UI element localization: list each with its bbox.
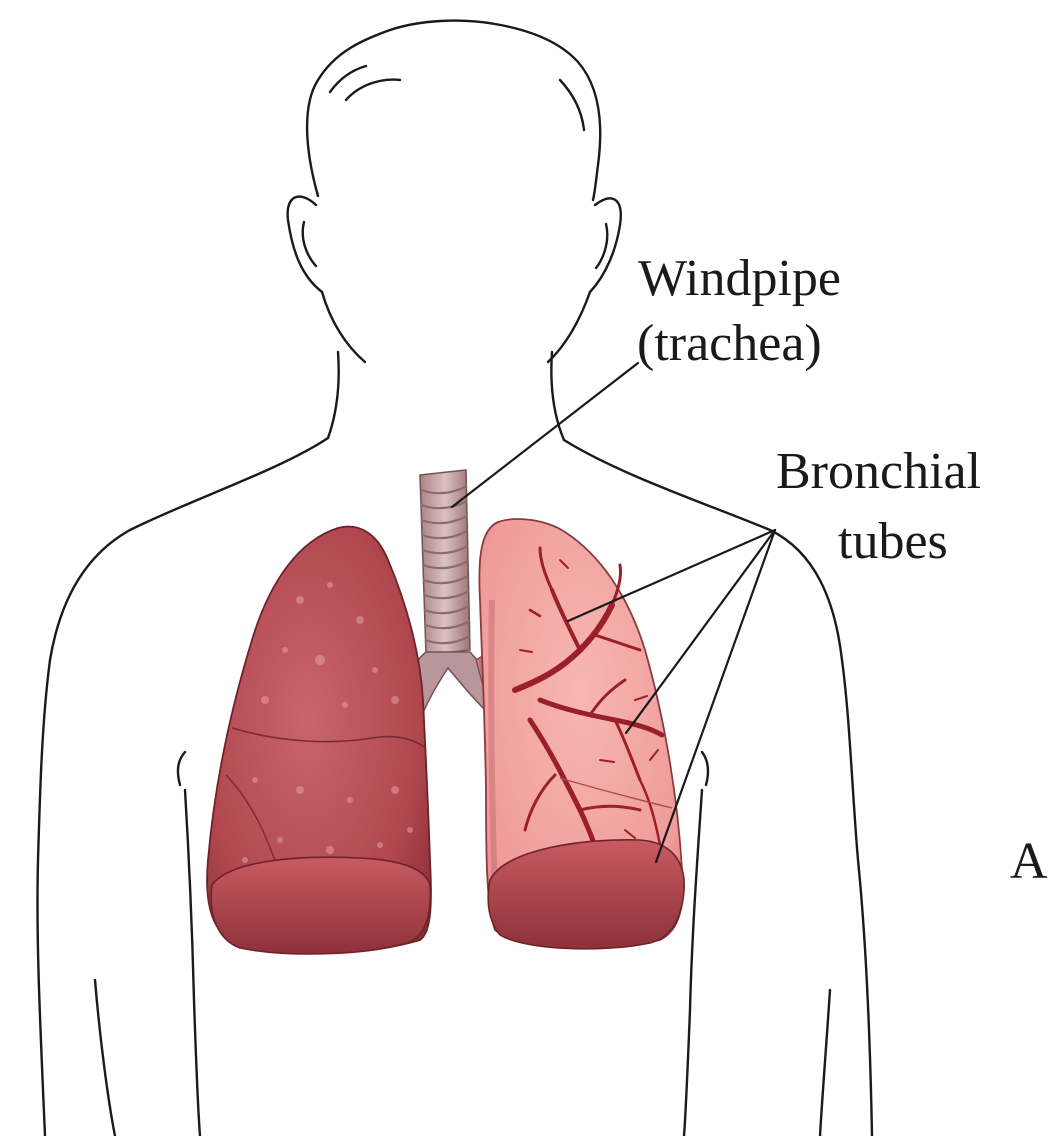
label-tubes: tubes xyxy=(838,513,948,570)
label-trachea: (trachea) xyxy=(637,315,822,372)
label-bronchial: Bronchial xyxy=(776,443,981,500)
label-windpipe: Windpipe xyxy=(638,250,841,307)
panel-letter: A xyxy=(1010,833,1048,890)
left-lung xyxy=(207,527,431,954)
